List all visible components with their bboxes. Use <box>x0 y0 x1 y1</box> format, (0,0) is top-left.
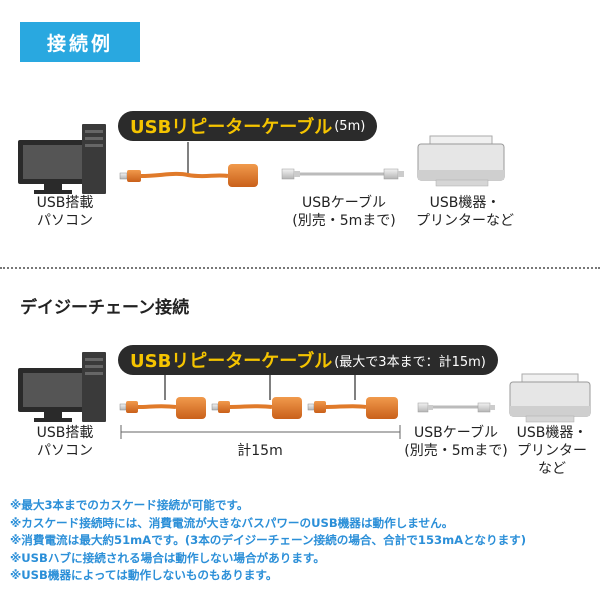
pc-icon <box>18 124 106 194</box>
pill-pointers <box>164 374 356 400</box>
section-divider <box>0 267 600 269</box>
total-length-label: 計15m <box>237 443 283 459</box>
printer-icon <box>509 373 591 423</box>
usb-cable-label: USBケーブル (別売・5mまで) <box>292 195 396 229</box>
cable-title: USBリピーターケーブル <box>130 117 333 138</box>
printer-icon <box>417 135 505 187</box>
note-item: ※消費電流は最大約51mAです。(3本のデイジーチェーン接続の場合、合計で153… <box>10 533 527 548</box>
length-dimension <box>120 425 401 439</box>
note-item: ※USBハブに接続される場合は動作しない場合があります。 <box>10 550 325 565</box>
notes-list: ※最大3本までのカスケード接続が可能です。 ※カスケード接続時には、消費電流が大… <box>10 497 595 585</box>
pc-icon <box>18 352 106 422</box>
note-item: ※USB機器によっては動作しないものもあります。 <box>10 568 278 583</box>
note-item: ※カスケード接続時には、消費電流が大きなバスパワーのUSB機器は動作しません。 <box>10 515 454 530</box>
pc-label: USB搭載 パソコン <box>36 195 94 229</box>
device-label: USB機器・ プリンターなど <box>416 195 514 229</box>
pc-label: USB搭載 パソコン <box>36 425 94 459</box>
cable-spec: (最大で3本まで：計15m) <box>334 354 486 370</box>
cable-title-pill: USBリピーターケーブル (最大で3本まで：計15m) <box>118 345 498 375</box>
usb-cable-label: USBケーブル (別売・5mまで) <box>404 425 508 459</box>
repeater-cable <box>119 397 206 419</box>
repeater-cable <box>119 142 258 187</box>
cable-title-pill: USBリピーターケーブル (5m) <box>118 111 378 141</box>
section-badge: 接続例 <box>20 22 140 62</box>
note-item: ※最大3本までのカスケード接続が可能です。 <box>10 498 249 512</box>
device-label: USB機器・ プリンター など <box>516 425 588 477</box>
usb-cable <box>417 402 495 413</box>
repeater-cable <box>307 397 398 419</box>
repeater-cable <box>211 397 302 419</box>
cable-title: USBリピーターケーブル <box>130 351 333 372</box>
section-heading: デイジーチェーン接続 <box>20 298 190 318</box>
section-badge-label: 接続例 <box>46 32 113 55</box>
cable-spec: (5m) <box>334 118 366 134</box>
usb-cable <box>281 168 404 180</box>
